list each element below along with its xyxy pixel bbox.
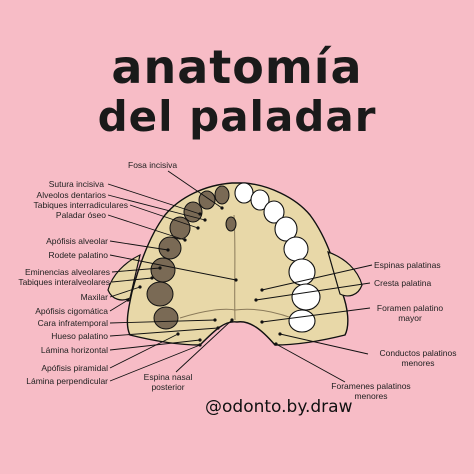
label-alveolos-dentarios: Alveolos dentarios (36, 190, 106, 200)
zygomatic-process-left (107, 253, 141, 301)
label-cara-infratemporal: Cara infratemporal (37, 318, 108, 328)
author-credit: @odonto.by.draw (205, 397, 353, 417)
label-foramenes-palatinos-menores: Foramenes palatinos menores (331, 381, 411, 401)
label-foramen-palatino-mayor: Foramen palatino mayor (376, 303, 444, 323)
title-line-2: del paladar (97, 92, 377, 141)
label-lamina-perpendicular: Lámina perpendicular (26, 376, 108, 386)
label-fosa-incisiva: Fosa incisiva (128, 160, 178, 170)
label-lamina-horizontal: Lámina horizontal (40, 345, 108, 355)
label-maxilar: Maxilar (80, 292, 108, 302)
title-line-1: anatomía (111, 40, 363, 94)
label-apofisis-cigomatica: Apófisis cigomática (35, 306, 108, 316)
label-espina-nasal-posterior: Espina nasal posterior (143, 372, 193, 392)
palatine-suture-transverse (179, 308, 293, 319)
label-cresta-palatina: Cresta palatina (374, 278, 432, 288)
label-tabiques-interradiculares: Tabiques interradiculares (33, 200, 129, 210)
label-eminencias-alveolares: Eminencias alveolares (24, 267, 110, 277)
label-tabiques-interalveolares: Tabiques interalveolares (18, 277, 110, 287)
label-conductos-palatinos-menores: Conductos palatinos menores (379, 348, 457, 368)
label-apofisis-alveolar: Apófisis alveolar (46, 236, 108, 246)
zygomatic-process-right (327, 251, 363, 297)
label-rodete-palatino: Rodete palatino (48, 250, 108, 260)
label-hueso-palatino: Hueso palatino (51, 331, 108, 341)
label-apofisis-piramidal: Apófisis piramidal (41, 363, 108, 373)
label-paladar-oseo: Paladar óseo (55, 210, 106, 220)
leader-arrowheads (126, 206, 282, 347)
right-teeth (234, 182, 321, 333)
label-espinas-palatinas: Espinas palatinas (374, 260, 441, 270)
leader-lines (107, 170, 373, 383)
label-sutura-incisiva: Sutura incisiva (48, 179, 104, 189)
